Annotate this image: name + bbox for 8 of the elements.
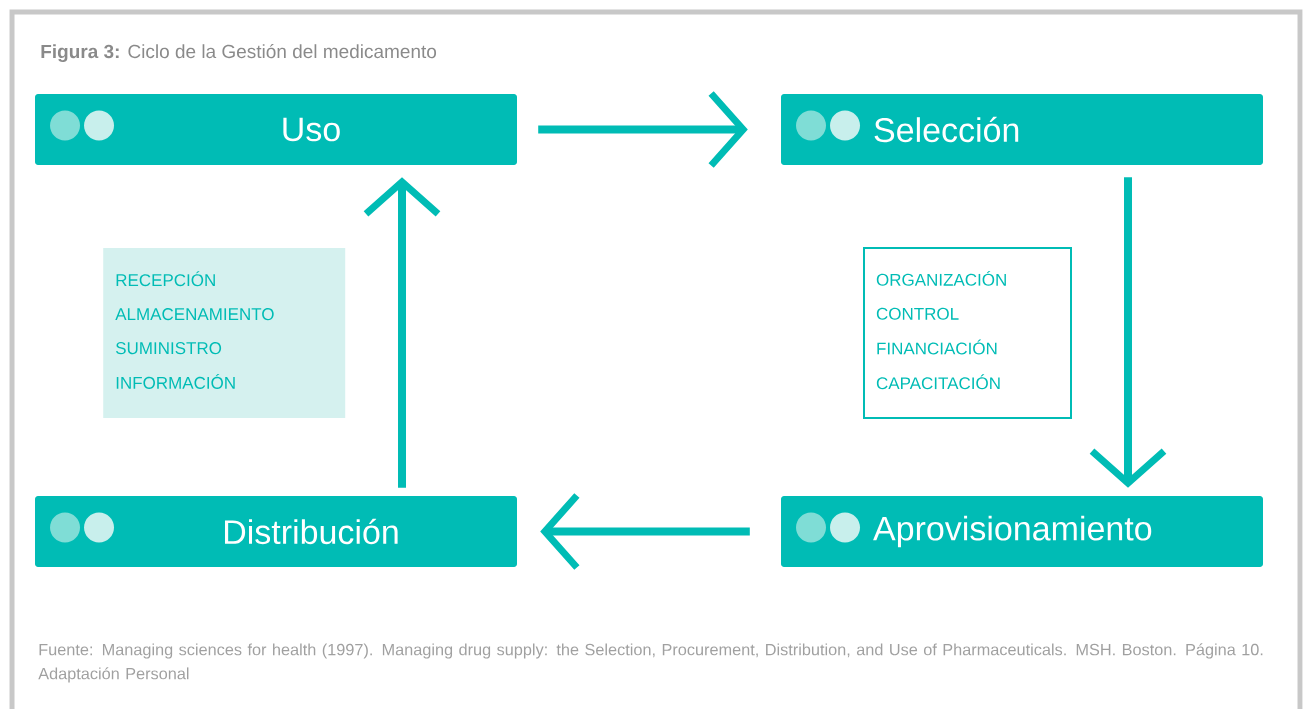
source-note: Fuente: Managing sciences for health (1997). Managing drug supply: the Selection, Procurement, Distribution, and Use of Pharmaceuticals. MSH. Boston. Página 10. Adaptación Personal: [38, 643, 1263, 683]
activity-box: ORGANIZACIÓN CONTROL FINANCIACIÓN CAPACITACIÓN: [863, 247, 1072, 419]
stage-box: Aprovisionamiento: [781, 496, 1263, 567]
stage-box: Selección: [781, 94, 1263, 165]
activity-box: RECEPCIÓN ALMACENAMIENTO SUMINISTRO INFORMACIÓN: [103, 248, 346, 418]
figure-title: Figura 3: Ciclo de la Gestión del medicamento: [41, 44, 437, 62]
stage-box: Distribución: [35, 496, 517, 567]
stage-box: Uso: [35, 94, 517, 165]
